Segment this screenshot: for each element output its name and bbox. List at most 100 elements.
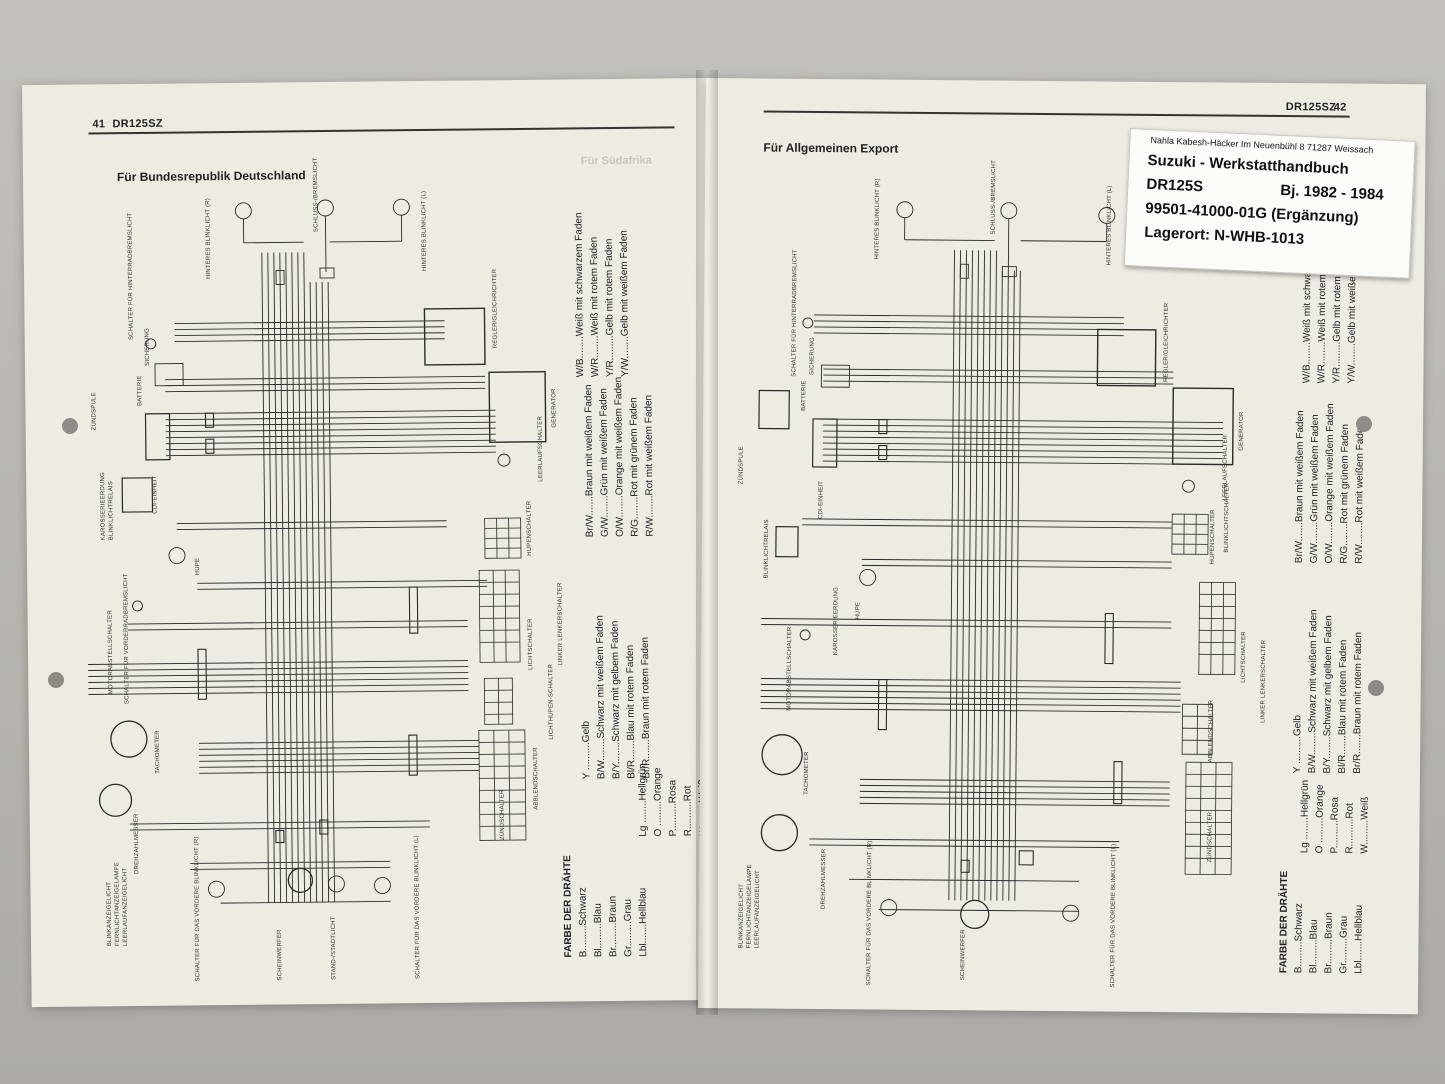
inventory-sticker: Nahla Kabesh-Häcker Im Neuenbühl 8 71287… xyxy=(1123,128,1416,279)
legend-entry: W.........Weiß xyxy=(1359,796,1371,854)
legend-entry: Bl.........Blau xyxy=(592,903,605,958)
legend-entry: O/W........Orange mit weißem Faden xyxy=(1323,403,1337,564)
right-label-20: REGLER/GLEICHRICHTER xyxy=(1163,302,1171,383)
right-label-1: FERNLICHTANZEIGELAMPE xyxy=(746,864,754,949)
sticker-title: Suzuki - Werkstatthandbuch xyxy=(1147,151,1350,178)
legend-entry: B/Y........Schwarz mit gelbem Faden xyxy=(1321,615,1335,774)
sticker-location: Lagerort: N-WHB-1013 xyxy=(1143,223,1305,249)
legend-entry: Bl/R.......Blau mit rotem Faden xyxy=(624,644,638,779)
left-label-2: LEERLAUFANZEIGELICHT xyxy=(122,867,130,947)
right-label-27: ZÜNDSCHALTER xyxy=(1207,811,1214,863)
legend-entry: Gr.........Grau xyxy=(622,899,635,957)
right-connectors xyxy=(877,418,1123,873)
right-label-17: HINTERES BLINKLICHT (R) xyxy=(874,178,882,260)
right-label-8: MOTORABSTELLSCHALTER xyxy=(786,626,794,711)
right-label-15: SICHERUNG xyxy=(809,337,816,375)
right-label-23: HUPENSCHALTER xyxy=(1209,509,1217,565)
legend-entry: R/G........Rot mit grünem Faden xyxy=(628,397,641,537)
right-wiring-diagram xyxy=(758,201,1237,930)
left-wire-legend-d: Br/W.......Braun mit weißem Faden G/W...… xyxy=(581,376,658,537)
left-label-30: LINKER LENKERSCHALTER xyxy=(557,582,565,666)
left-label-8: TACHOMETER xyxy=(154,730,162,774)
left-wire-legend: FARBE DER DRÄHTE B.........Schwarz Bl...… xyxy=(560,854,651,957)
left-label-28: ABBLENDSCHALTER xyxy=(532,747,540,810)
right-wire-legend: FARBE DER DRÄHTE B.........Schwarz Bl...… xyxy=(1276,871,1367,974)
left-label-22: REGLER/GLEICHRICHTER xyxy=(491,268,499,349)
legend-entry: R..........Rot xyxy=(1344,803,1356,854)
legend-entry: B.........Schwarz xyxy=(577,887,590,958)
left-wire-legend-c: Y ..........Gelb B/W........Schwarz mit … xyxy=(578,615,655,780)
left-label-21: HINTERES BLINKLICHT (L) xyxy=(421,190,429,271)
right-label-11: HUPE xyxy=(855,601,862,620)
sticker-years: Bj. 1982 - 1984 xyxy=(1279,181,1385,204)
right-label-6: DREHZAHLMESSER xyxy=(820,848,828,910)
legend-entry: W/B........Weiß mit schwarzem Faden xyxy=(573,212,587,378)
legend-entry: Br/R.......Braun mit rotem Faden xyxy=(1351,631,1365,774)
legend-entry: P..........Rosa xyxy=(667,779,679,837)
legend-entry: G/W........Grün mit weißem Faden xyxy=(1308,414,1322,564)
right-branch-wires xyxy=(760,314,1224,912)
left-label-15: CDI-EINHEIT xyxy=(152,475,159,514)
binder-hole xyxy=(48,672,64,688)
legend-entry: Br.........Braun xyxy=(607,895,620,958)
right-label-13: CDI-EINHEIT xyxy=(818,480,825,520)
legend-entry: Bl/R.......Blau mit rotem Faden xyxy=(1336,639,1350,774)
left-connectors xyxy=(197,412,419,844)
sticker-address: Nahla Kabesh-Häcker Im Neuenbühl 8 71287… xyxy=(1150,134,1374,156)
right-main-harness xyxy=(948,250,1021,901)
right-components xyxy=(758,317,1235,930)
left-label-16: BATTERIE xyxy=(137,375,144,406)
binder-hole xyxy=(62,418,78,434)
left-label-20: SCHLUSS-/BREMSLICHT xyxy=(312,157,320,233)
left-label-23: GENERATOR xyxy=(551,388,558,428)
binder-hole xyxy=(1356,416,1372,432)
sticker-part-number: 99501-41000-01G (Ergänzung) xyxy=(1144,199,1359,227)
right-label-16: SCHALTER FÜR HINTERRADBREMSLICHT xyxy=(791,249,799,377)
left-label-17: SICHERUNG xyxy=(144,328,151,366)
legend-entry: R/G........Rot mit grünem Faden xyxy=(1338,424,1352,564)
legend-entry: Br/W.......Braun mit weißem Faden xyxy=(583,384,596,538)
legend-entry: Gr.........Grau xyxy=(1338,915,1350,974)
legend-entry: Lbl.......Hellblau xyxy=(637,887,650,957)
right-label-19: HINTERES BLINKLICHT (L) xyxy=(1106,185,1114,266)
legend-entry: B/W........Schwarz mit weißem Faden xyxy=(1306,609,1320,774)
legend-entry: Bl.........Blau xyxy=(1308,919,1320,974)
sticker-model: DR125S xyxy=(1146,175,1204,196)
right-legend-heading: FARBE DER DRÄHTE xyxy=(1278,870,1291,974)
right-label-10: BLINKLICHTRELAIS xyxy=(763,519,771,579)
left-label-9: MOTORABSTELLSCHALTER xyxy=(107,610,115,695)
left-label-25: HUPENSCHALTER xyxy=(526,500,533,556)
right-label-18: SCHLUSS-/BREMSLICHT xyxy=(990,160,998,235)
right-label-14: BATTERIE xyxy=(801,380,808,411)
left-page: 41 DR125SZ Für Bundesrepublik Deutschlan… xyxy=(22,78,716,1008)
right-label-21: GENERATOR xyxy=(1238,411,1246,451)
right-label-12: ZÜNDSPULE xyxy=(738,446,745,485)
legend-entry: Y ..........Gelb xyxy=(1291,714,1304,774)
right-label-4: SCHALTER FÜR DAS VORDERE BLINKLICHT (L) xyxy=(1110,843,1118,988)
right-label-7: TACHOMETER xyxy=(803,751,811,795)
legend-entry: Lg ........Hellgrün xyxy=(1299,779,1311,854)
right-wire-legend-c: Y ..........Gelb B/W........Schwarz mit … xyxy=(1290,609,1366,774)
left-label-11: KAROSSERIEERDUNG xyxy=(100,472,107,541)
left-legend-heading: FARBE DER DRÄHTE xyxy=(562,855,575,958)
left-label-14: ZÜNDSPULE xyxy=(91,392,98,431)
left-label-0: BLINKANZEIGELICHT xyxy=(106,881,114,947)
right-label-2: LEERLAUFANZEIGELICHT xyxy=(754,870,762,949)
left-label-27: LICHTHUPEN-SCHALTER xyxy=(548,663,555,740)
legend-entry: B/Y........Schwarz mit gelbem Faden xyxy=(609,620,623,780)
right-wire-legend-b: Lg ........Hellgrün O .........Orange P.… xyxy=(1297,780,1373,854)
left-label-4: STAND-/STADTLICHT xyxy=(330,916,338,980)
left-components xyxy=(98,307,547,898)
right-label-9: KAROSSERIEERDUNG xyxy=(832,586,840,656)
right-label-25: LICHTSCHALTER xyxy=(1240,631,1248,683)
right-label-24: BLINKLICHTSCHALTER xyxy=(1223,482,1231,553)
right-label-5: SCHALTER FÜR DAS VORDERE BLINKLICHT (R) xyxy=(866,840,874,986)
left-label-1: FERNLICHTANZEIGELAMPE xyxy=(114,862,122,947)
right-label-0: BLINKANZEIGELICHT xyxy=(738,883,745,949)
legend-entry: W/R........Weiß mit rotem Faden xyxy=(588,236,602,378)
legend-entry: R..........Rot xyxy=(682,785,694,837)
legend-entry: Br/R.......Braun mit rotem Faden xyxy=(639,636,653,779)
legend-entry: Br/W.......Braun mit weißem Faden xyxy=(1293,410,1307,564)
left-switch-blocks xyxy=(478,517,527,841)
legend-entry: R/W........Rot mit weißem Faden xyxy=(643,394,656,537)
